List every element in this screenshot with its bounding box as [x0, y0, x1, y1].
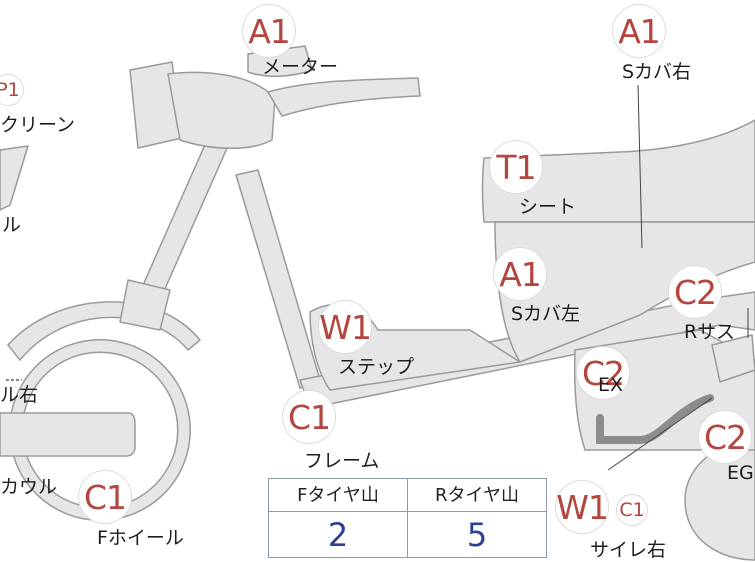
- frame-downtube-shape: [236, 170, 320, 388]
- tire-tread-table: Fタイヤ山 Rタイヤ山 2 5: [268, 478, 547, 558]
- side-cover-right-label: Sカバ右: [622, 57, 691, 84]
- meter-badge[interactable]: A1: [242, 4, 296, 58]
- engine-badge[interactable]: C2: [698, 410, 752, 464]
- meter-label: メーター: [262, 52, 338, 79]
- engine-label: EG: [727, 462, 754, 484]
- handlebar-shape: [268, 78, 420, 116]
- seat-label: シート: [519, 192, 576, 219]
- step-badge[interactable]: W1: [318, 300, 372, 354]
- seat-badge[interactable]: T1: [489, 140, 543, 194]
- side-cover-left-label: Sカバ左: [511, 299, 580, 326]
- frame-badge[interactable]: C1: [282, 390, 336, 444]
- front-cowl-label: カウル: [0, 472, 57, 499]
- frame-label: フレーム: [304, 446, 379, 473]
- rear-tire-value[interactable]: 5: [408, 513, 546, 557]
- left-partial-label-2: ル右: [0, 380, 38, 407]
- front-cowl-shape: [0, 413, 135, 456]
- front-wheel-label: Fホイール: [97, 523, 184, 550]
- front-fork-shape: [140, 122, 235, 300]
- front-tire-header: Fタイヤ山: [269, 481, 407, 511]
- front-wheel-badge[interactable]: C1: [78, 470, 132, 524]
- muffler-right-badge-b[interactable]: C1: [616, 494, 648, 526]
- rear-tire-header: Rタイヤ山: [408, 481, 546, 511]
- front-tire-value[interactable]: 2: [269, 513, 407, 557]
- rear-suspension-label: Rサス: [684, 317, 735, 344]
- side-cover-right-badge[interactable]: A1: [612, 4, 666, 58]
- left-partial-label-1: ル: [2, 210, 21, 237]
- exhaust-label: EX: [598, 374, 623, 396]
- screen-label: クリーン: [0, 110, 75, 137]
- muffler-right-label: サイレ右: [590, 535, 666, 562]
- side-cover-left-badge[interactable]: A1: [493, 247, 547, 301]
- step-label: ステップ: [338, 352, 414, 379]
- muffler-right-badge-a[interactable]: W1: [555, 480, 609, 534]
- rear-suspension-badge[interactable]: C2: [668, 265, 722, 319]
